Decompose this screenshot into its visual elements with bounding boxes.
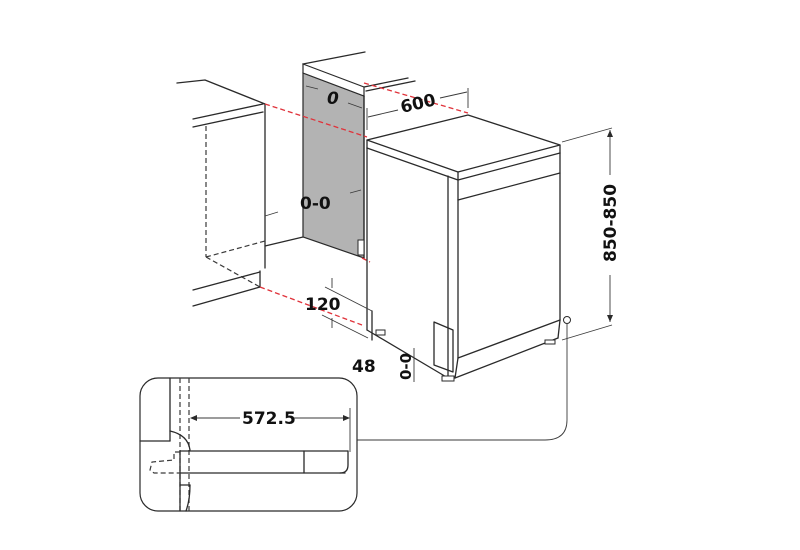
- detail-depth-label: 572.5: [242, 409, 296, 429]
- height-label: 850-850: [601, 184, 621, 262]
- dishwasher: [366, 114, 571, 382]
- niche-panel: [264, 51, 416, 259]
- dimension-height: 850-850: [561, 127, 621, 341]
- detail-leader-line: [356, 324, 568, 441]
- plinth-height-label: 120: [305, 295, 341, 315]
- niche-depth-side-label: 0-0: [300, 194, 331, 214]
- reference-lines: [259, 82, 469, 326]
- foot-offset-label: 48: [352, 357, 376, 377]
- dimension-plinth: 120: [305, 278, 373, 341]
- foot-adjust-label: 0-0: [397, 353, 415, 380]
- detail-inset: 572.5: [139, 377, 358, 512]
- dimension-foot-adjust: 0-0: [397, 348, 415, 382]
- niche-depth-top-label: 0: [327, 89, 339, 109]
- left-cabinet: [176, 79, 279, 307]
